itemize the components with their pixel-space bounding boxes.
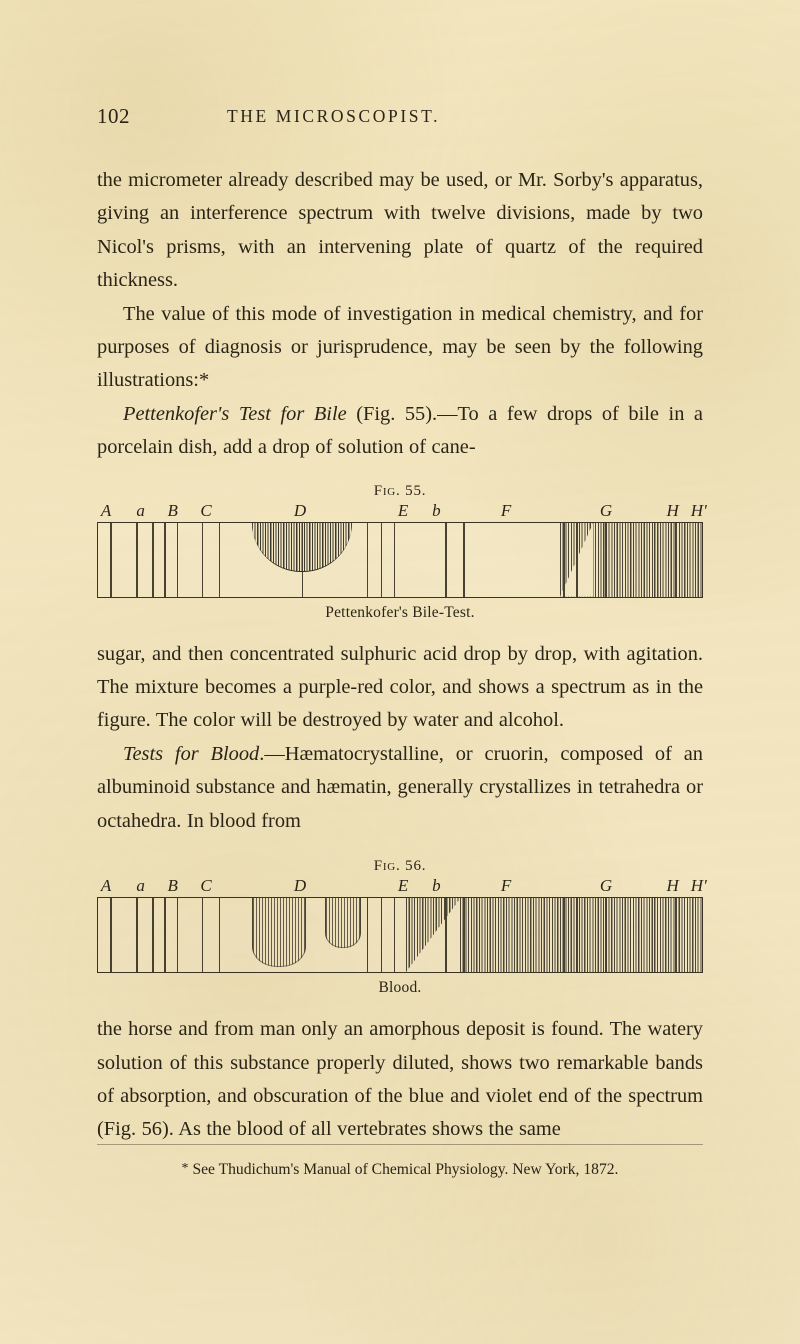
- figure-55-number-value: 55.: [405, 482, 427, 499]
- fraunhofer-label-C: C: [200, 500, 212, 520]
- scale-division-line: [301, 522, 304, 597]
- figure-56-number-value: 56.: [405, 858, 427, 875]
- fraunhofer-label-A: A: [100, 500, 112, 520]
- scale-division-line: [110, 898, 112, 973]
- blood-test-heading: Tests for Blood: [123, 742, 260, 765]
- fraunhofer-label-a: a: [136, 500, 145, 520]
- paragraph-5: Tests for Blood.—Hæmatocrystalline, or c…: [97, 738, 703, 838]
- figure-55-spectrum-band: [97, 521, 703, 598]
- scale-division-line: [605, 898, 607, 973]
- scale-division-line: [629, 522, 632, 597]
- scale-division-line: [380, 522, 383, 597]
- scale-division-line: [653, 522, 656, 597]
- fraunhofer-label-H: H: [666, 876, 679, 896]
- paragraph-2: The value of this mode of investigation …: [97, 302, 703, 392]
- fraunhofer-label-b: b: [432, 500, 441, 520]
- scale-division-line: [393, 522, 396, 597]
- figure-56-caption: Blood.: [378, 979, 422, 997]
- figure-56-spectrum-band: [97, 897, 703, 974]
- scale-division-line: [152, 898, 154, 973]
- text-column: 102 THE MICROSCOPIST. the micrometer alr…: [97, 0, 707, 1147]
- fraunhofer-label-H: H: [666, 500, 679, 520]
- fraunhofer-label-E: E: [397, 876, 409, 896]
- scale-division-line: [366, 522, 369, 597]
- paragraph-6: the horse and from man only an amorphous…: [97, 1018, 703, 1141]
- scale-division-line: [366, 898, 369, 973]
- scale-division-line: [563, 522, 565, 597]
- running-head-title: THE MICROSCOPIST.: [227, 106, 441, 126]
- fraunhofer-label-H-prime: H': [690, 876, 707, 896]
- scale-division-line: [393, 898, 396, 973]
- fraunhofer-label-F: F: [500, 876, 512, 896]
- scale-division-line: [110, 522, 112, 597]
- fraunhofer-label-A: A: [100, 876, 112, 896]
- fraunhofer-label-H-prime: H': [690, 500, 707, 520]
- bile-test-heading: Pettenkofer's Test for Bile: [123, 402, 347, 425]
- fraunhofer-label-E: E: [397, 500, 409, 520]
- figure-55-number-prefix: Fig.: [373, 482, 401, 499]
- fraunhofer-label-a: a: [136, 876, 145, 896]
- page-number: 102: [97, 104, 130, 128]
- scale-division-line: [576, 522, 578, 597]
- scale-division-line: [380, 898, 383, 973]
- scale-division-line: [605, 522, 607, 597]
- scale-division-line: [136, 898, 138, 973]
- scale-division-line: [201, 898, 204, 973]
- scale-division-line: [463, 898, 465, 973]
- scale-division-line: [463, 522, 465, 597]
- figure-56-number: Fig. 56.: [97, 858, 703, 875]
- scale-division-line: [176, 522, 179, 597]
- scale-division-line: [674, 522, 677, 597]
- fraunhofer-label-D: D: [293, 876, 307, 896]
- footnote: * See Thudichum's Manual of Chemical Phy…: [97, 1158, 703, 1181]
- scale-division-line: [218, 522, 221, 597]
- scale-division-line: [576, 898, 578, 973]
- scale-division-line: [218, 898, 221, 973]
- fraunhofer-label-C: C: [200, 876, 212, 896]
- fraunhofer-label-G: G: [599, 876, 613, 896]
- paragraph-3: Pettenkofer's Test for Bile (Fig. 55).—T…: [97, 398, 703, 465]
- fraunhofer-label-F: F: [500, 500, 512, 520]
- scale-division-line: [563, 898, 565, 973]
- scale-division-line: [653, 898, 656, 973]
- footnote-divider: [97, 1144, 703, 1145]
- scale-division-line: [176, 898, 179, 973]
- paragraph-4: sugar, and then concentrated sulphuric a…: [97, 642, 703, 732]
- figure-55-caption: Pettenkofer's Bile-Test.: [325, 603, 475, 621]
- scale-division-line: [164, 522, 166, 597]
- running-head: 102 THE MICROSCOPIST.: [97, 104, 703, 138]
- fraunhofer-label-B: B: [167, 500, 178, 520]
- figure-56-number-prefix: Fig.: [373, 858, 401, 875]
- absorption-band-2: [324, 898, 361, 949]
- fraunhofer-label-b: b: [432, 876, 441, 896]
- scale-division-line: [136, 522, 138, 597]
- absorption-band-1: [252, 898, 307, 967]
- scale-division-line: [201, 522, 204, 597]
- scale-division-line: [164, 898, 166, 973]
- fraunhofer-label-D: D: [293, 500, 307, 520]
- fraunhofer-label-G: G: [599, 500, 613, 520]
- figure-55-number: Fig. 55.: [97, 483, 703, 500]
- scale-division-line: [674, 898, 677, 973]
- scale-division-line: [445, 522, 447, 597]
- paragraph-1: the micrometer already described may be …: [97, 169, 703, 292]
- footnote-marker: *: [181, 1161, 189, 1176]
- fraunhofer-label-B: B: [167, 876, 178, 896]
- scale-division-line: [152, 522, 154, 597]
- scale-division-line: [629, 898, 632, 973]
- scale-division-line: [445, 898, 447, 973]
- footnote-text: See Thudichum's Manual of Chemical Physi…: [192, 1161, 619, 1178]
